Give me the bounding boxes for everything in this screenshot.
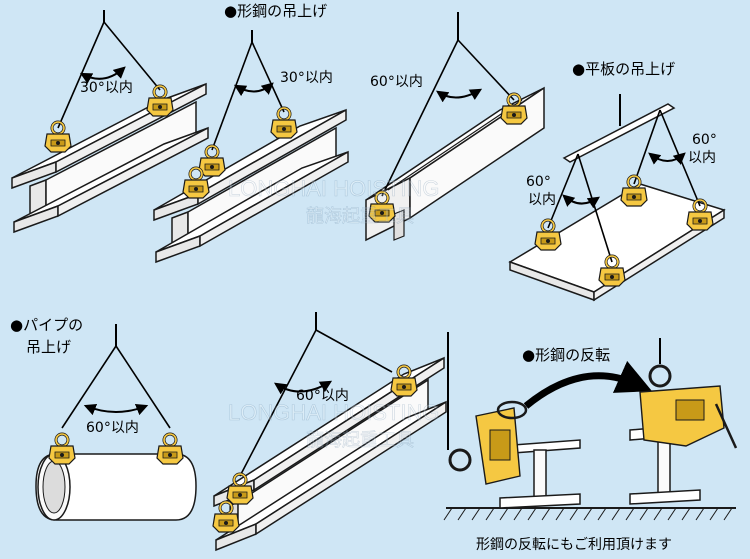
scene-beam-30-center: ●形鋼の吊上げ 30°以内 xyxy=(153,2,349,264)
clamp-icon xyxy=(269,106,299,140)
angle-label-plate-right-2: 以内 xyxy=(688,150,716,166)
caption-shape-steel-turning: ●形鋼の反転 xyxy=(522,346,610,364)
sling-left xyxy=(211,41,253,151)
scene-turning: ●形鋼の反転 形鋼 xyxy=(443,332,738,553)
scene-beam-60: 60°以内 xyxy=(365,12,545,242)
watermark: LONGHAI HOISTING 龍海起重工具 LONGHAI HOISTING… xyxy=(228,176,440,452)
sling-right xyxy=(315,329,393,373)
caption-pipe-lifting-1: ●パイプの xyxy=(10,316,83,334)
sling-right xyxy=(115,345,171,429)
angle-label: 60°以内 xyxy=(296,388,349,404)
sling-left xyxy=(381,39,459,197)
clamp-icon xyxy=(533,218,563,252)
clamp-icon xyxy=(155,432,185,466)
angle-arc xyxy=(79,66,126,84)
scene-beam-30-left: 30°以内 xyxy=(11,10,209,234)
watermark-line1: LONGHAI HOISTING xyxy=(228,400,439,425)
angle-label: 30°以内 xyxy=(280,70,333,86)
sling-right xyxy=(457,39,515,101)
angle-arc xyxy=(436,88,483,103)
caption-shape-steel-lifting: ●形鋼の吊上げ xyxy=(224,2,327,20)
angle-label: 60°以内 xyxy=(370,74,423,90)
caption-plate-lifting: ●平板の吊上げ xyxy=(572,60,675,78)
angle-label-plate-left-2: 以内 xyxy=(528,192,556,208)
bottom-note: 形鋼の反転にもご利用頂けます xyxy=(476,537,672,553)
pipe xyxy=(35,453,197,521)
watermark-line2: 龍海起重工具 xyxy=(306,430,414,451)
scene-long-beam: 60°以内 xyxy=(211,312,447,552)
scene-plate: ●平板の吊上げ 60° 以内 60° 以内 xyxy=(508,60,726,302)
watermark-line2: 龍海起重工具 xyxy=(306,206,414,227)
angle-arc xyxy=(648,152,686,165)
sling-left xyxy=(57,21,105,129)
angle-arc xyxy=(233,82,274,97)
watermark-line1: LONGHAI HOISTING xyxy=(228,176,439,201)
angle-arc xyxy=(274,380,333,395)
sling-right xyxy=(103,21,161,91)
angle-label: 30°以内 xyxy=(80,80,133,96)
angle-arc xyxy=(83,403,149,416)
angle-label-plate-left-1: 60° xyxy=(526,174,551,190)
clamp-icon xyxy=(619,174,649,208)
angle-arc xyxy=(562,194,600,209)
angle-label: 60°以内 xyxy=(86,420,139,436)
caption-pipe-lifting-2: 吊上げ xyxy=(26,338,71,356)
angle-label-plate-right-1: 60° xyxy=(692,132,717,148)
sling-right xyxy=(251,41,285,113)
clamp-icon xyxy=(47,432,77,466)
scene-pipe: ●パイプの 吊上げ 60°以内 xyxy=(10,316,197,521)
turn-arrow xyxy=(523,360,652,409)
spreader-beam xyxy=(562,103,676,163)
clamp-icon xyxy=(145,84,175,118)
sling-left xyxy=(239,329,317,477)
sling-left xyxy=(61,345,117,429)
